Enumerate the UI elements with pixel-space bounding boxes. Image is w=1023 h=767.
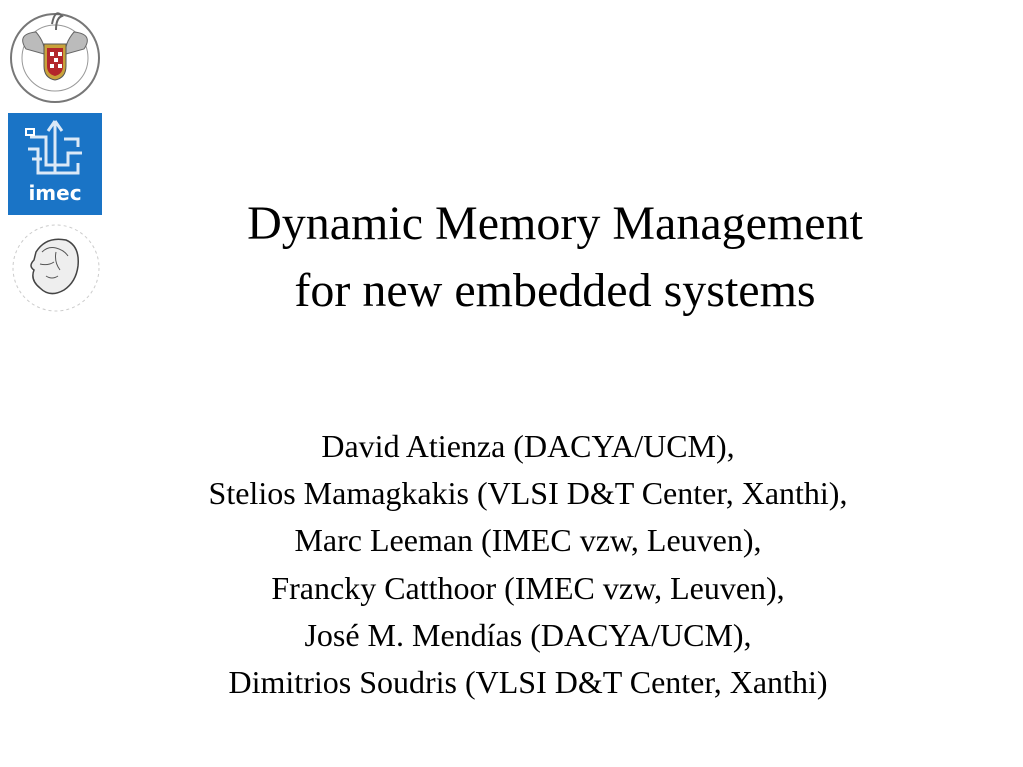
author-line: Stelios Mamagkakis (VLSI D&T Center, Xan…: [208, 475, 848, 512]
imec-logo: imec: [8, 113, 102, 215]
title-line-1: Dynamic Memory Management: [247, 197, 863, 250]
author-line: José M. Mendías (DACYA/UCM),: [304, 616, 752, 653]
author-line: David Atienza (DACYA/UCM),: [321, 428, 735, 464]
slide-title: Dynamic Memory Management for new embedd…: [150, 190, 960, 324]
imec-wordmark: imec: [28, 181, 82, 205]
author-line: Dimitrios Soudris (VLSI D&T Center, Xant…: [228, 664, 828, 701]
democritus-portrait-icon: [12, 224, 100, 312]
title-line-2: for new embedded systems: [294, 264, 816, 317]
ucm-seal-icon: [10, 12, 100, 103]
author-line: Francky Catthoor (IMEC vzw, Leuven),: [271, 569, 785, 606]
author-list: David Atienza (DACYA/UCM), Stelios Mamag…: [28, 423, 1023, 706]
imec-maze-icon: [25, 120, 82, 175]
author-line: Marc Leeman (IMEC vzw, Leuven),: [294, 522, 762, 559]
democritus-university-seal-logo: [6, 222, 106, 314]
ucm-seal-logo: [6, 4, 104, 108]
